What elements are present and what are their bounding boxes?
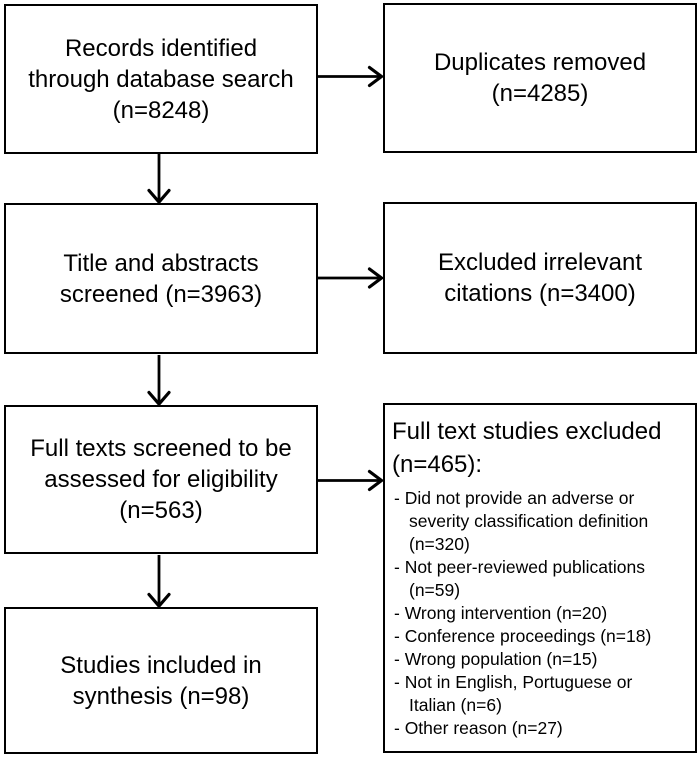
box-full-texts-screened-label: Full texts screened to be assessed for e… [30, 435, 292, 524]
exclusion-reason-language: - Not in English, Portuguese or Italian … [394, 672, 633, 715]
box-full-texts-screened: Full texts screened to be assessed for e… [4, 405, 318, 554]
arrow-title-abstracts-to-full-texts [147, 355, 171, 407]
exclusion-reasons-list: - Did not provide an adverse or severity… [392, 487, 687, 740]
box-records-identified: Records identified through database sear… [4, 4, 318, 154]
exclusion-reason-definition: - Did not provide an adverse or severity… [394, 488, 649, 554]
box-duplicates-removed-label: Duplicates removed (n=4285) [433, 49, 647, 107]
arrow-full-texts-to-studies-included [147, 555, 171, 609]
exclusion-reason-other: - Other reason (n=27) [394, 718, 563, 738]
box-records-identified-label: Records identified through database sear… [28, 34, 294, 124]
arrow-title-abstracts-to-excluded [317, 267, 385, 289]
exclusion-reason-wrong-intervention: - Wrong intervention (n=20) [394, 603, 608, 623]
box-excluded-irrelevant-citations: Excluded irrelevant citations (n=3400) [383, 202, 697, 354]
exclusion-reason-not-peer-reviewed: - Not peer-reviewed publications (n=59) [394, 557, 645, 600]
box-title-abstracts-screened-label: Title and abstracts screened (n=3963) [59, 249, 263, 308]
box-excluded-irrelevant-citations-label: Excluded irrelevant citations (n=3400) [437, 249, 643, 307]
box-duplicates-removed: Duplicates removed (n=4285) [383, 3, 697, 153]
box-title-abstracts-screened: Title and abstracts screened (n=3963) [4, 203, 318, 354]
box-studies-included-label: Studies included in synthesis (n=98) [60, 651, 262, 710]
box-full-text-studies-excluded: Full text studies excluded (n=465): - Di… [383, 403, 697, 753]
full-text-excluded-heading: Full text studies excluded (n=465): [392, 418, 662, 478]
arrow-full-texts-to-excluded [317, 469, 385, 492]
arrow-records-to-duplicates [317, 65, 385, 88]
exclusion-reason-wrong-population: - Wrong population (n=15) [394, 649, 598, 669]
exclusion-reason-conference-proceedings: - Conference proceedings (n=18) [394, 626, 652, 646]
arrow-records-to-title-abstracts [147, 154, 171, 205]
box-studies-included: Studies included in synthesis (n=98) [4, 607, 318, 754]
